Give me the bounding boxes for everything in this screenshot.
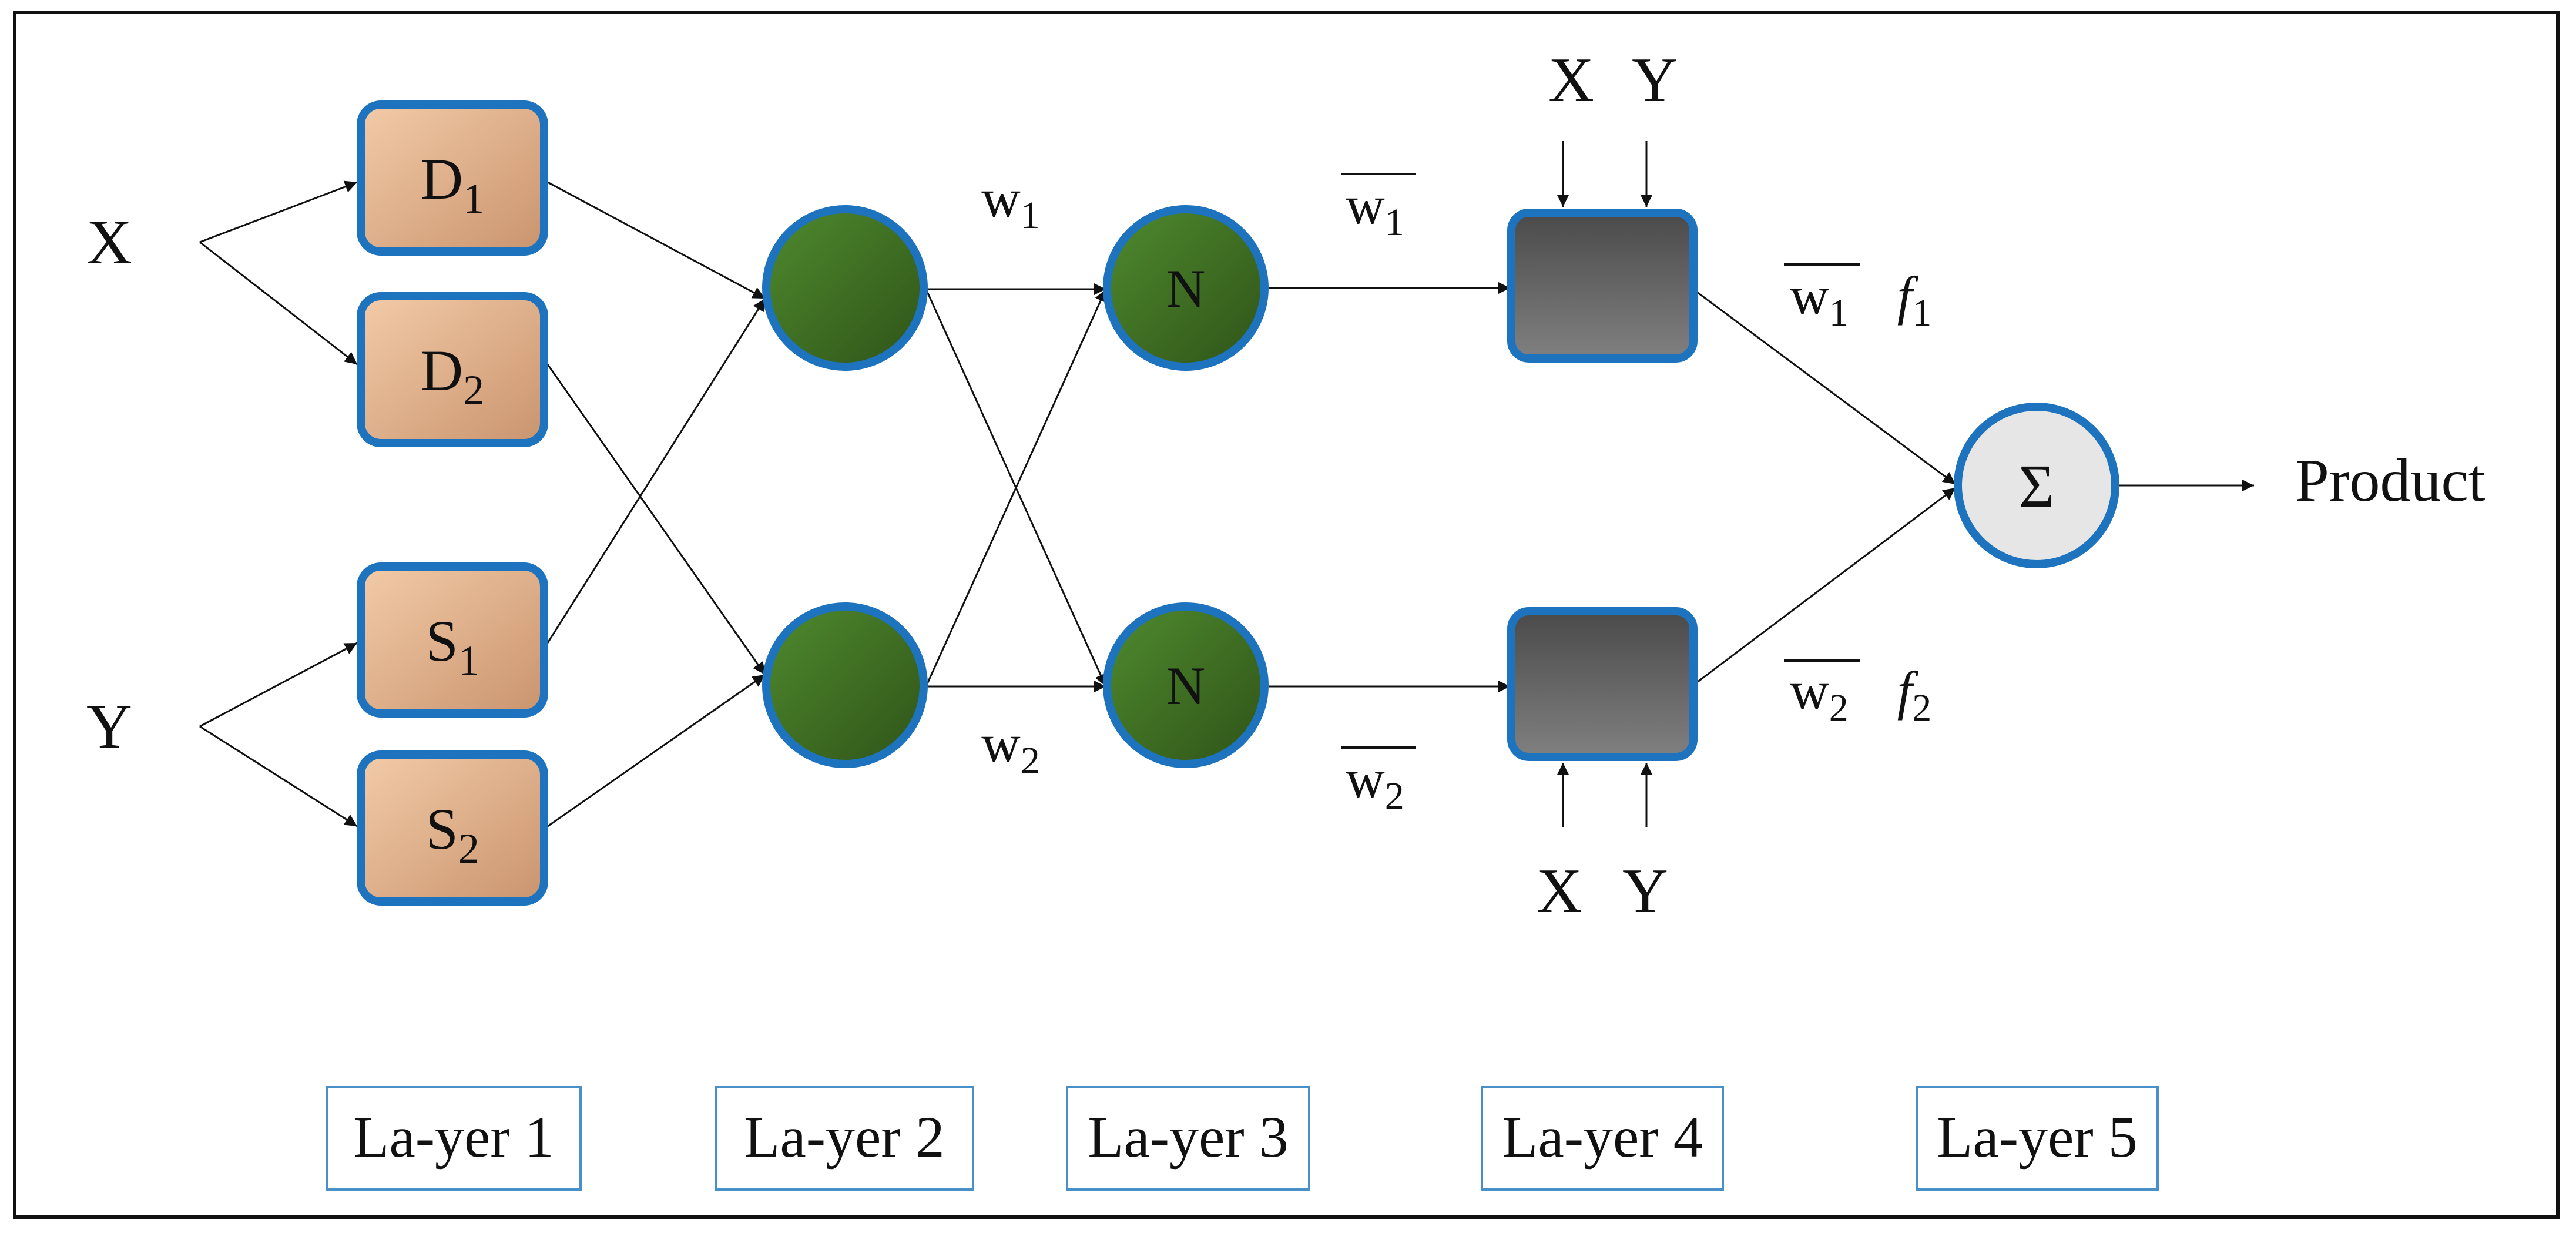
svg-text:f2: f2 <box>1897 661 1932 729</box>
connections <box>199 141 2254 827</box>
normalized-weight-2-label: w2 <box>1341 746 1416 817</box>
svg-text:w1: w1 <box>1346 175 1404 244</box>
edge-y-s2 <box>199 725 358 827</box>
rule-output-2-label: w2 f2 <box>1784 659 1932 729</box>
svg-text:D2: D2 <box>421 338 484 414</box>
layer3-node-2: N <box>1103 602 1269 768</box>
svg-text:w2: w2 <box>1790 661 1848 729</box>
layer2-node-2 <box>762 602 928 768</box>
layer1-node-d1: D1 <box>357 100 548 256</box>
rule-output-1-label: w1 f1 <box>1784 263 1932 334</box>
edge-x-d1 <box>199 180 358 243</box>
svg-text:La-yer 1: La-yer 1 <box>353 1104 554 1170</box>
layer2-node-1 <box>762 205 928 371</box>
svg-text:La-yer 4: La-yer 4 <box>1502 1104 1702 1170</box>
edge-y-s1 <box>199 642 358 728</box>
layer-label-3: La-yer 3 <box>1066 1086 1310 1191</box>
layer4-bottom-x-label: X <box>1537 856 1582 926</box>
layer-label-4: La-yer 4 <box>1481 1086 1724 1191</box>
svg-text:f1: f1 <box>1897 266 1932 334</box>
svg-text:w2: w2 <box>1346 749 1404 817</box>
edge-r1-sum <box>1694 289 1956 485</box>
layer1-node-s1: S1 <box>357 562 548 718</box>
layer4-node-2 <box>1507 607 1698 761</box>
edge-p2-n1 <box>925 289 1107 687</box>
edge-s1-p1 <box>546 298 766 644</box>
layer-label-2: La-yer 2 <box>715 1086 974 1191</box>
sum-node: Σ <box>1954 403 2119 568</box>
layer1-node-d2: D2 <box>357 292 548 447</box>
input-x-label: X <box>86 207 132 277</box>
layer-label-1: La-yer 1 <box>326 1086 582 1191</box>
svg-text:N: N <box>1166 656 1205 716</box>
edge-d2-p2 <box>546 364 766 675</box>
svg-text:La-yer 5: La-yer 5 <box>1937 1104 2137 1170</box>
normalized-weight-1-label: w1 <box>1341 173 1416 244</box>
layer1-node-s2: S2 <box>357 750 548 906</box>
layer4-node-1 <box>1507 209 1698 363</box>
layer-label-5: La-yer 5 <box>1916 1086 2159 1191</box>
output-label: Product <box>2295 447 2486 514</box>
edge-x-d2 <box>199 241 358 366</box>
svg-text:S1: S1 <box>425 608 479 684</box>
edge-r2-sum <box>1694 487 1956 685</box>
layer4-top-x-label: X <box>1548 45 1594 115</box>
sum-icon: Σ <box>2019 453 2055 520</box>
layer3-node-1: N <box>1103 205 1269 371</box>
svg-text:La-yer 3: La-yer 3 <box>1088 1104 1288 1170</box>
input-y-label: Y <box>86 692 132 762</box>
svg-text:w1: w1 <box>1790 266 1848 334</box>
svg-text:N: N <box>1166 259 1205 319</box>
weight-w2-label: w2 <box>981 713 1039 782</box>
edge-d1-p1 <box>547 181 766 300</box>
edge-s2-p2 <box>547 674 766 827</box>
svg-text:S2: S2 <box>425 796 479 872</box>
layer4-bottom-y-label: Y <box>1622 856 1668 926</box>
svg-text:D1: D1 <box>421 146 484 222</box>
svg-text:La-yer 2: La-yer 2 <box>744 1104 944 1170</box>
weight-w1-label: w1 <box>981 168 1039 237</box>
diagram-frame <box>13 11 2560 1219</box>
layer4-top-y-label: Y <box>1632 45 1678 115</box>
